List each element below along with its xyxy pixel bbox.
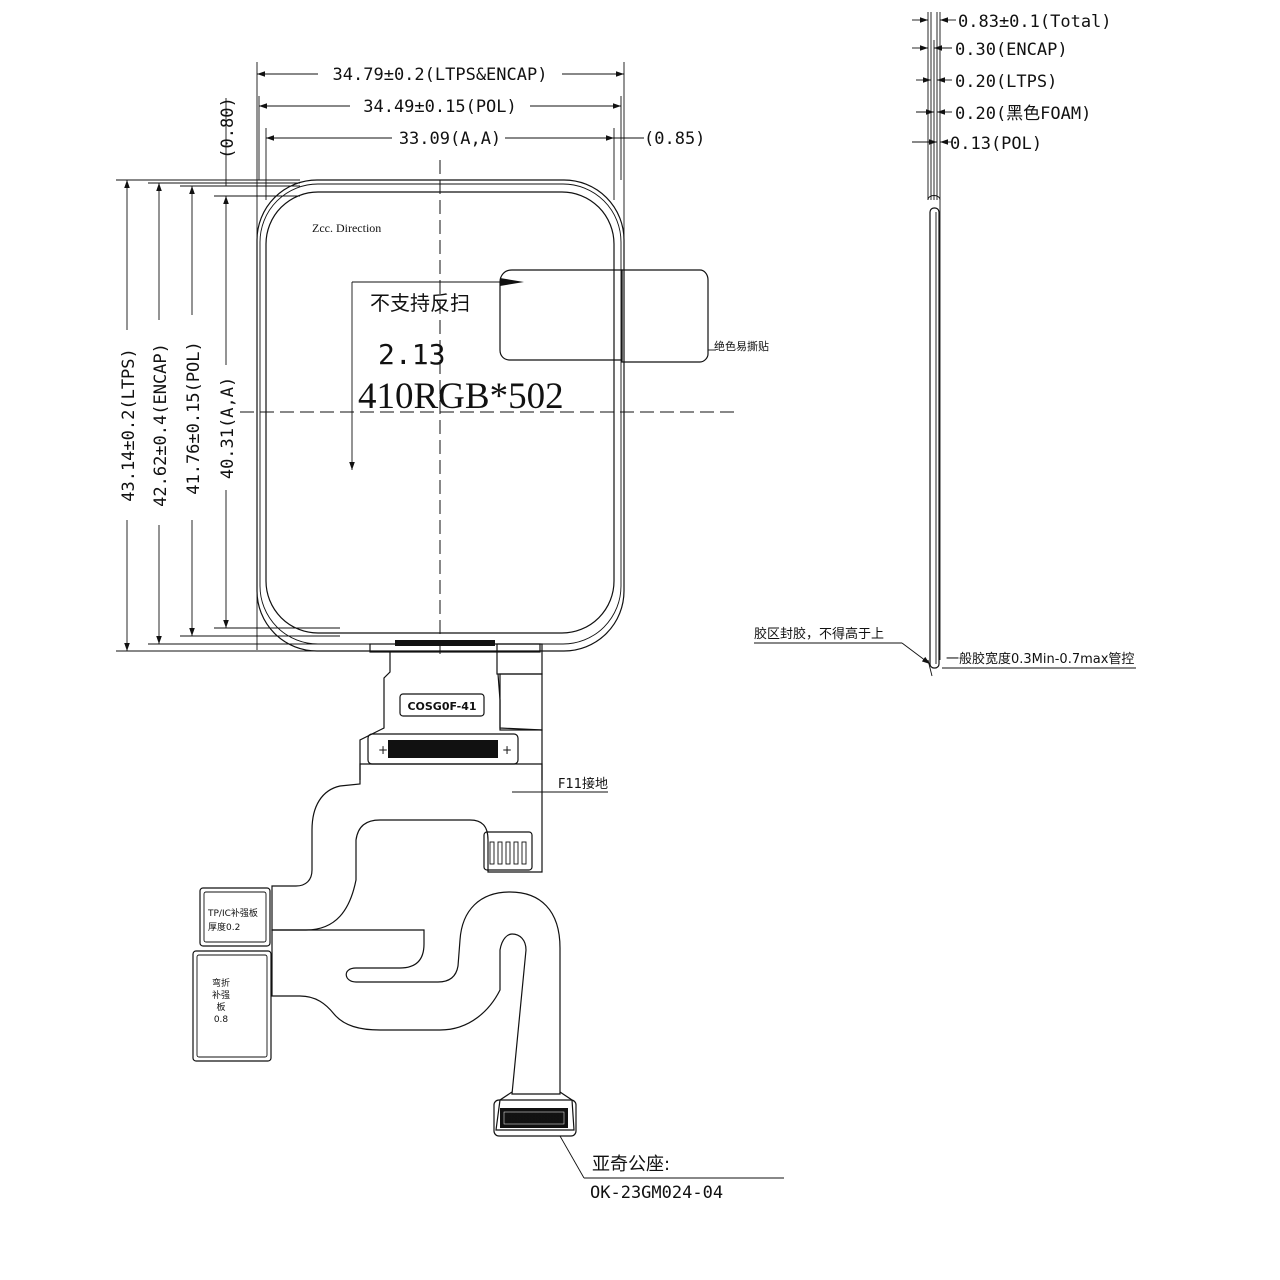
direction-label: Zcc. Direction (312, 221, 381, 235)
side-view: 0.83±0.1(Total) 0.30(ENCAP) 0.20(LTPS) 0… (754, 12, 1136, 677)
ground-label: F11接地 (558, 776, 608, 792)
height-ltps-label: 43.14±0.2(LTPS) (119, 348, 139, 502)
glue-width-note: 一般胶宽度0.3Min-0.7max管控 (946, 651, 1134, 667)
fpc-flex-cable: COSG0F-41 + + F11接地 TP/IC补强板 厚度0.2 弯折 补强 (192, 640, 784, 1203)
bend-stiffener-line3: 板 (216, 1001, 225, 1013)
ic-label: COSG0F-41 (407, 700, 476, 713)
tape-label: 绝色易撕贴 (714, 339, 769, 353)
scan-note: 不支持反扫 (370, 291, 470, 315)
width-aa-label: 33.09(A,A) (399, 129, 501, 149)
svg-text:+: + (378, 743, 388, 757)
width-offset-label: (0.85) (644, 129, 705, 149)
width-pol-label: 34.49±0.15(POL) (363, 97, 517, 117)
thickness-encap: 0.30(ENCAP) (955, 40, 1068, 60)
height-encap-label: 42.62±0.4(ENCAP) (151, 343, 171, 507)
stiffener-tp-ic-line1: TP/IC补强板 (207, 907, 258, 919)
bend-stiffener-line4: 0.8 (214, 1015, 229, 1025)
glue-note: 胶区封胶，不得高于上 (754, 626, 884, 642)
thickness-pol: 0.13(POL) (950, 134, 1042, 154)
height-dimensions: 43.14±0.2(LTPS) 42.62±0.4(ENCAP) 41.76±0… (116, 97, 380, 652)
height-offset-label: (0.80) (218, 97, 238, 158)
panel-front-view: Zcc. Direction 不支持反扫 2.13 410RGB*502 绝色易… (240, 160, 769, 660)
bend-stiffener-line2: 补强 (212, 989, 230, 1001)
width-ltps-encap-label: 34.79±0.2(LTPS&ENCAP) (333, 65, 548, 85)
fpc-test-pads (489, 841, 527, 865)
connector-part: OK-23GM024-04 (590, 1183, 723, 1203)
bend-stiffener-line1: 弯折 (212, 977, 230, 989)
panel-size: 2.13 (378, 338, 445, 371)
width-dimensions: 34.79±0.2(LTPS&ENCAP) 34.49±0.15(POL) 33… (256, 62, 705, 650)
panel-resolution: 410RGB*502 (358, 376, 564, 417)
svg-text:+: + (502, 743, 512, 757)
connector-label: 亚奇公座: (592, 1154, 670, 1175)
height-pol-label: 41.76±0.15(POL) (184, 341, 204, 495)
stiffener-tp-ic-line2: 厚度0.2 (208, 921, 240, 933)
height-aa-label: 40.31(A,A) (218, 377, 238, 479)
thickness-total: 0.83±0.1(Total) (958, 12, 1112, 32)
thickness-ltps: 0.20(LTPS) (955, 72, 1057, 92)
thickness-foam: 0.20(黑色FOAM) (955, 104, 1091, 124)
